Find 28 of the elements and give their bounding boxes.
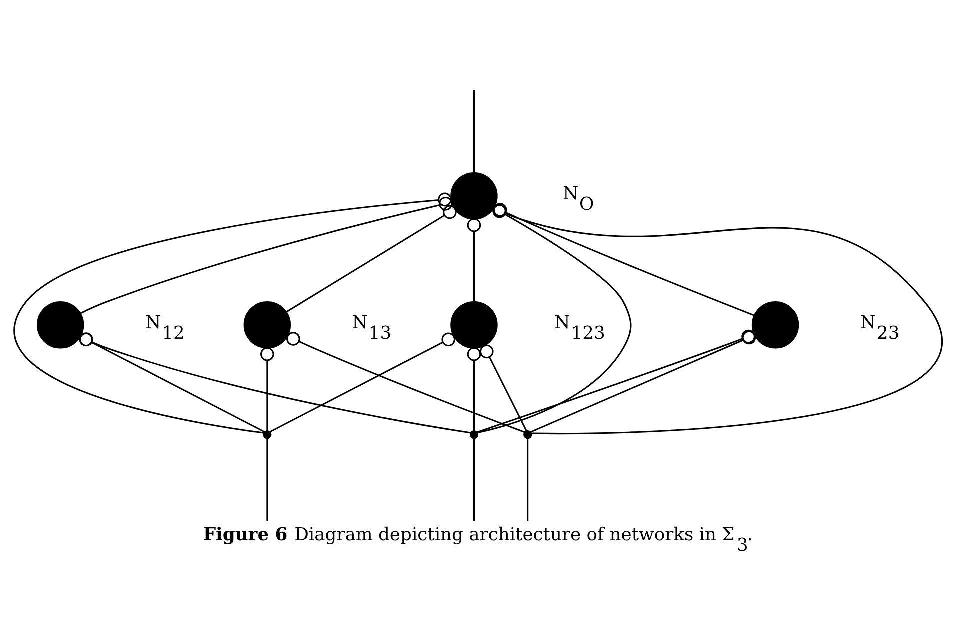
connector [476,329,755,433]
node-circle [751,301,799,348]
node-circle [243,301,291,348]
node-circle [36,301,84,348]
node-dot [469,430,478,439]
connector [14,192,452,434]
connector [78,332,265,432]
connector [466,218,481,302]
connector [466,346,481,430]
connector [480,344,527,432]
connector [530,330,756,432]
connector [286,204,456,312]
connector [80,196,452,314]
connector [286,332,525,433]
connector [492,202,754,316]
connector [269,332,455,432]
connector [260,346,274,430]
connector [78,332,470,434]
connector [476,204,632,434]
node-circle [450,172,498,220]
node-circle [450,301,498,348]
node-dot [523,430,532,439]
connector [472,90,474,172]
node-dot [262,430,272,439]
connector [472,438,474,521]
connector [266,438,268,521]
connector [526,438,528,521]
connector [492,203,941,434]
